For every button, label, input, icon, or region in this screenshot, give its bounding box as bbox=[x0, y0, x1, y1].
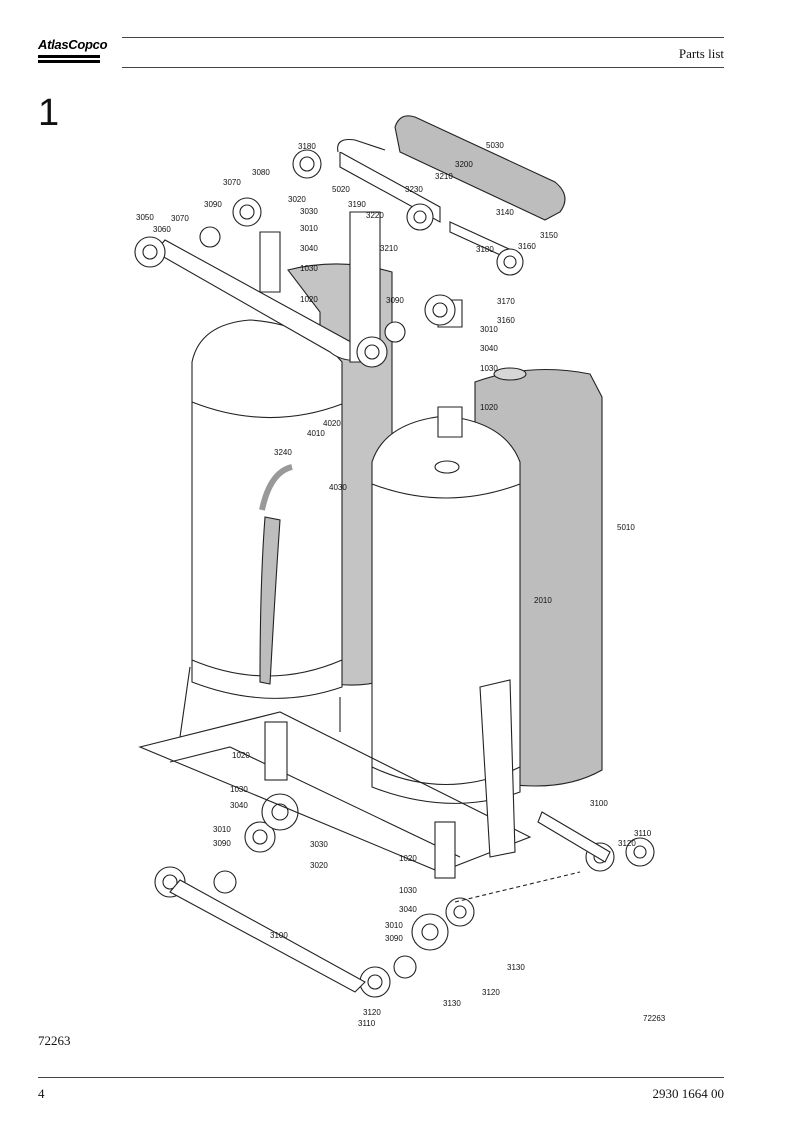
callout: 3090 bbox=[204, 200, 222, 209]
callout: 3160 bbox=[497, 316, 515, 325]
callout: 3020 bbox=[310, 861, 328, 870]
callout: 3120 bbox=[618, 839, 636, 848]
callout: 3040 bbox=[230, 801, 248, 810]
lower-pipe-3100 bbox=[169, 811, 611, 993]
callout: 3070 bbox=[171, 214, 189, 223]
callout: 2010 bbox=[534, 596, 552, 605]
page-number: 4 bbox=[38, 1086, 45, 1101]
support-frame bbox=[138, 666, 532, 873]
callout: 3180 bbox=[298, 142, 316, 151]
callout: 1030 bbox=[480, 364, 498, 373]
callout: 3070 bbox=[223, 178, 241, 187]
callout: 3210 bbox=[435, 172, 453, 181]
callout: 3090 bbox=[213, 839, 231, 848]
callout: 3090 bbox=[385, 934, 403, 943]
callout: 1030 bbox=[300, 264, 318, 273]
callout: 3170 bbox=[497, 297, 515, 306]
callout: 3040 bbox=[480, 344, 498, 353]
silencer-5030 bbox=[394, 115, 566, 221]
callout: 3020 bbox=[288, 195, 306, 204]
callout: 4020 bbox=[323, 419, 341, 428]
callout: 1020 bbox=[399, 854, 417, 863]
diagram-ref: 72263 bbox=[643, 1014, 666, 1023]
callout: 3200 bbox=[455, 160, 473, 169]
drawing-id: 72263 bbox=[38, 1033, 71, 1048]
callout: 3090 bbox=[386, 296, 404, 305]
callout: 1020 bbox=[480, 403, 498, 412]
callout: 3160 bbox=[518, 242, 536, 251]
callout: 3140 bbox=[496, 208, 514, 217]
document-number: 2930 1664 00 bbox=[652, 1086, 725, 1101]
callout: 3010 bbox=[300, 224, 318, 233]
callout: 4030 bbox=[329, 483, 347, 492]
callout: 3230 bbox=[405, 185, 423, 194]
footer-rule bbox=[38, 1077, 724, 1078]
logo-bars bbox=[38, 53, 100, 63]
hose-3240 bbox=[259, 464, 293, 685]
callout: 1020 bbox=[232, 751, 250, 760]
callout: 5010 bbox=[617, 523, 635, 532]
section-title: Parts list bbox=[678, 46, 724, 61]
callout: 3040 bbox=[300, 244, 318, 253]
callout: 3180 bbox=[476, 245, 494, 254]
header-rule-bottom bbox=[122, 67, 724, 68]
callout: 1020 bbox=[300, 295, 318, 304]
callout: 1030 bbox=[230, 785, 248, 794]
callout: 4010 bbox=[307, 429, 325, 438]
callout: 1030 bbox=[399, 886, 417, 895]
callout: 3120 bbox=[363, 1008, 381, 1017]
dashed-leader bbox=[454, 871, 581, 903]
callout: 3040 bbox=[399, 905, 417, 914]
section-number: 1 bbox=[38, 92, 60, 134]
callout: 3010 bbox=[385, 921, 403, 930]
callout: 3030 bbox=[310, 840, 328, 849]
callout: 3120 bbox=[482, 988, 500, 997]
callout: 3030 bbox=[300, 207, 318, 216]
callout: 3060 bbox=[153, 225, 171, 234]
callout: 3100 bbox=[590, 799, 608, 808]
flanges bbox=[134, 149, 655, 998]
callout: 5030 bbox=[486, 141, 504, 150]
callout: 3220 bbox=[366, 211, 384, 220]
callout: 3130 bbox=[507, 963, 525, 972]
callout: 3050 bbox=[136, 213, 154, 222]
callout-labels: 5030 3180 5020 3200 3210 3230 3140 3160 … bbox=[136, 141, 666, 1028]
callout: 3190 bbox=[348, 200, 366, 209]
header-rule-top bbox=[122, 37, 724, 38]
callout: 3080 bbox=[252, 168, 270, 177]
callout: 3010 bbox=[213, 825, 231, 834]
exploded-parts-diagram: 5030 3180 5020 3200 3210 3230 3140 3160 … bbox=[134, 115, 666, 1028]
atlas-copco-logo: AtlasCopco bbox=[38, 37, 108, 68]
callout: 5020 bbox=[332, 185, 350, 194]
callout: 3210 bbox=[380, 244, 398, 253]
callout: 3100 bbox=[270, 931, 288, 940]
callout: 3150 bbox=[540, 231, 558, 240]
callout: 3110 bbox=[358, 1019, 376, 1028]
callout: 3110 bbox=[634, 829, 652, 838]
callout: 3130 bbox=[443, 999, 461, 1008]
callout: 3010 bbox=[480, 325, 498, 334]
callout: 3240 bbox=[274, 448, 292, 457]
lower-cylinders bbox=[264, 721, 456, 879]
logo-text: AtlasCopco bbox=[38, 37, 108, 52]
